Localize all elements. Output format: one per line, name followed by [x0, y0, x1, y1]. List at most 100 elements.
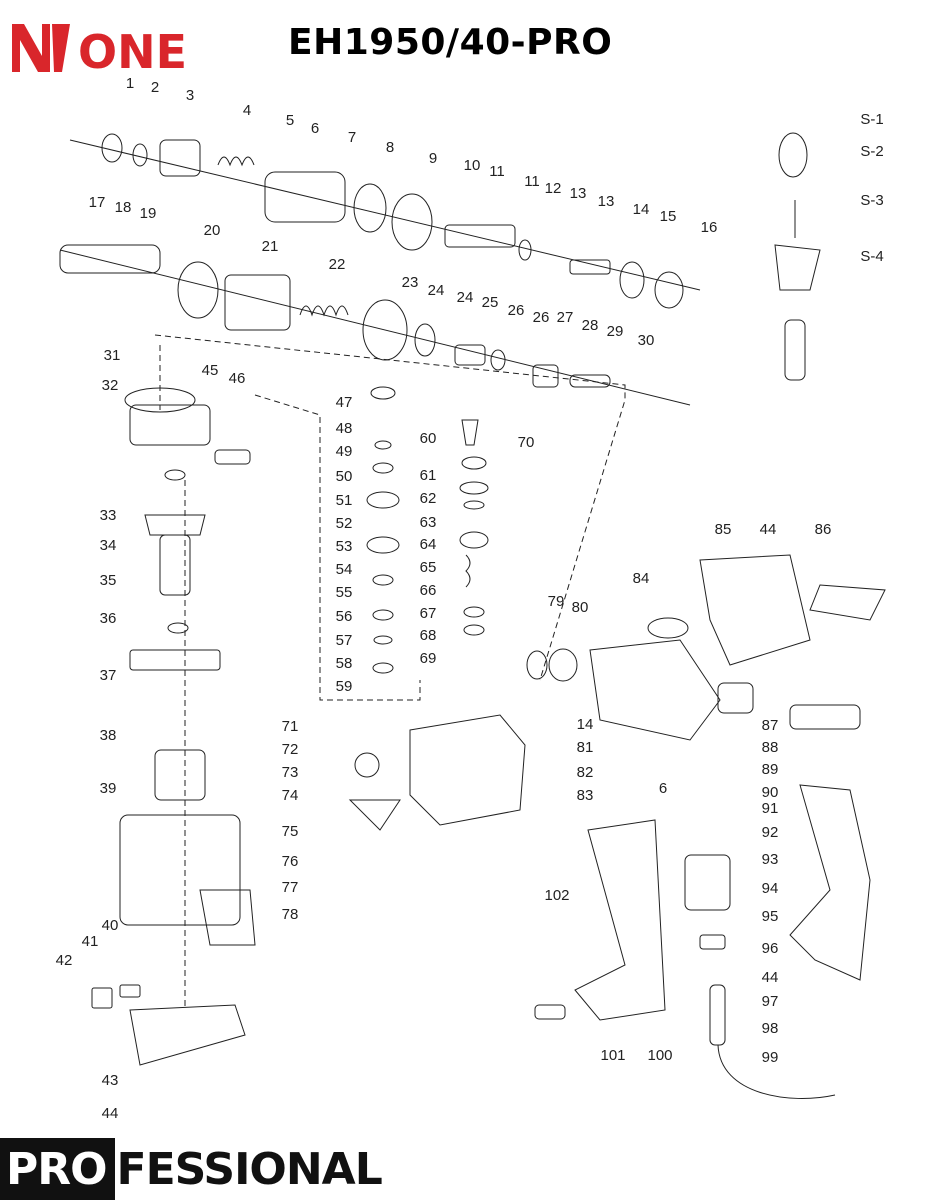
callout-44: 44 — [760, 521, 777, 538]
callout-80: 80 — [572, 599, 589, 616]
part-100-handle — [574, 819, 666, 1021]
callout-82: 82 — [577, 764, 594, 781]
callout-55: 55 — [336, 584, 353, 601]
callout-19: 19 — [140, 205, 157, 222]
callout-12: 12 — [545, 180, 562, 197]
callout-8: 8 — [386, 139, 394, 156]
callout-45: 45 — [202, 362, 219, 379]
brand-logo: ONE — [12, 24, 187, 76]
callout-83: 83 — [577, 787, 594, 804]
callout-6: 6 — [311, 120, 319, 137]
part-93 — [684, 854, 731, 911]
callout-72: 72 — [282, 741, 299, 758]
part-22-spring — [299, 305, 349, 317]
callout-28: 28 — [582, 317, 599, 334]
logo-mark-icon — [12, 24, 70, 72]
callout-47: 47 — [336, 394, 353, 411]
callout-10: 10 — [464, 157, 481, 174]
callout-26: 26 — [508, 302, 525, 319]
part-34-armature — [144, 514, 206, 536]
model-title: EH1950/40-PRO — [288, 22, 613, 63]
callout-11: 11 — [524, 173, 540, 190]
callout-44: 44 — [762, 969, 779, 986]
part-16 — [654, 271, 684, 309]
callout-S-3: S-3 — [860, 192, 883, 209]
callout-92: 92 — [762, 824, 779, 841]
part-26 — [490, 349, 506, 371]
part-20 — [177, 261, 219, 319]
footer-pro: PRO — [0, 1138, 115, 1200]
part-24 — [414, 323, 436, 357]
part-gearbox-housing — [589, 639, 721, 741]
part-101 — [534, 1004, 566, 1020]
callout-34: 34 — [100, 537, 117, 554]
callout-29: 29 — [607, 323, 624, 340]
callout-93: 93 — [762, 851, 779, 868]
callout-96: 96 — [762, 940, 779, 957]
callout-90: 90 — [762, 784, 779, 801]
callout-67: 67 — [420, 605, 437, 622]
callout-70: 70 — [518, 434, 535, 451]
callout-4: 4 — [243, 102, 251, 119]
callout-42: 42 — [56, 952, 73, 969]
callout-43: 43 — [102, 1072, 119, 1089]
callout-44: 44 — [102, 1105, 119, 1122]
part-96 — [699, 934, 726, 950]
callout-35: 35 — [100, 572, 117, 589]
callout-9: 9 — [429, 150, 437, 167]
part-71 — [354, 752, 380, 778]
callout-40: 40 — [102, 917, 119, 934]
callout-84: 84 — [633, 570, 650, 587]
part-1 — [101, 133, 123, 163]
callout-13: 13 — [598, 193, 615, 210]
callout-68: 68 — [420, 627, 437, 644]
callout-S-2: S-2 — [860, 143, 883, 160]
callout-102: 102 — [544, 887, 569, 904]
callout-33: 33 — [100, 507, 117, 524]
callout-59: 59 — [336, 678, 353, 695]
footer-banner: PRO FESSIONAL — [0, 1138, 383, 1200]
callout-30: 30 — [638, 332, 655, 349]
callout-24: 24 — [428, 282, 445, 299]
part-95-housing-half — [789, 784, 871, 981]
callout-57: 57 — [336, 632, 353, 649]
callout-89: 89 — [762, 761, 779, 778]
part-43 — [129, 1004, 246, 1066]
callout-39: 39 — [100, 780, 117, 797]
callout-16: 16 — [701, 219, 718, 236]
callout-75: 75 — [282, 823, 299, 840]
callout-100: 100 — [647, 1047, 672, 1064]
callout-95: 95 — [762, 908, 779, 925]
callout-32: 32 — [102, 377, 119, 394]
callout-48: 48 — [336, 420, 353, 437]
callout-41: 41 — [82, 933, 99, 950]
callout-26: 26 — [533, 309, 550, 326]
part-29 — [569, 374, 611, 388]
part-41 — [119, 984, 141, 998]
callout-91: 91 — [762, 800, 779, 817]
callout-49: 49 — [336, 443, 353, 460]
part-9 — [391, 193, 433, 251]
callout-15: 15 — [660, 208, 677, 225]
part-85 — [699, 554, 811, 666]
part-31 — [124, 387, 196, 413]
part-4-spring — [217, 156, 255, 167]
callout-78: 78 — [282, 906, 299, 923]
callout-99: 99 — [762, 1049, 779, 1066]
part-32 — [129, 404, 211, 446]
callout-36: 36 — [100, 610, 117, 627]
callout-50: 50 — [336, 468, 353, 485]
part-36 — [129, 649, 221, 671]
callout-14: 14 — [577, 716, 594, 733]
part-98 — [709, 984, 726, 1046]
callout-73: 73 — [282, 764, 299, 781]
part-84 — [647, 617, 689, 639]
callout-74: 74 — [282, 787, 299, 804]
callout-64: 64 — [420, 536, 437, 553]
callout-86: 86 — [815, 521, 832, 538]
callout-20: 20 — [204, 222, 221, 239]
callout-88: 88 — [762, 739, 779, 756]
callout-77: 77 — [282, 879, 299, 896]
